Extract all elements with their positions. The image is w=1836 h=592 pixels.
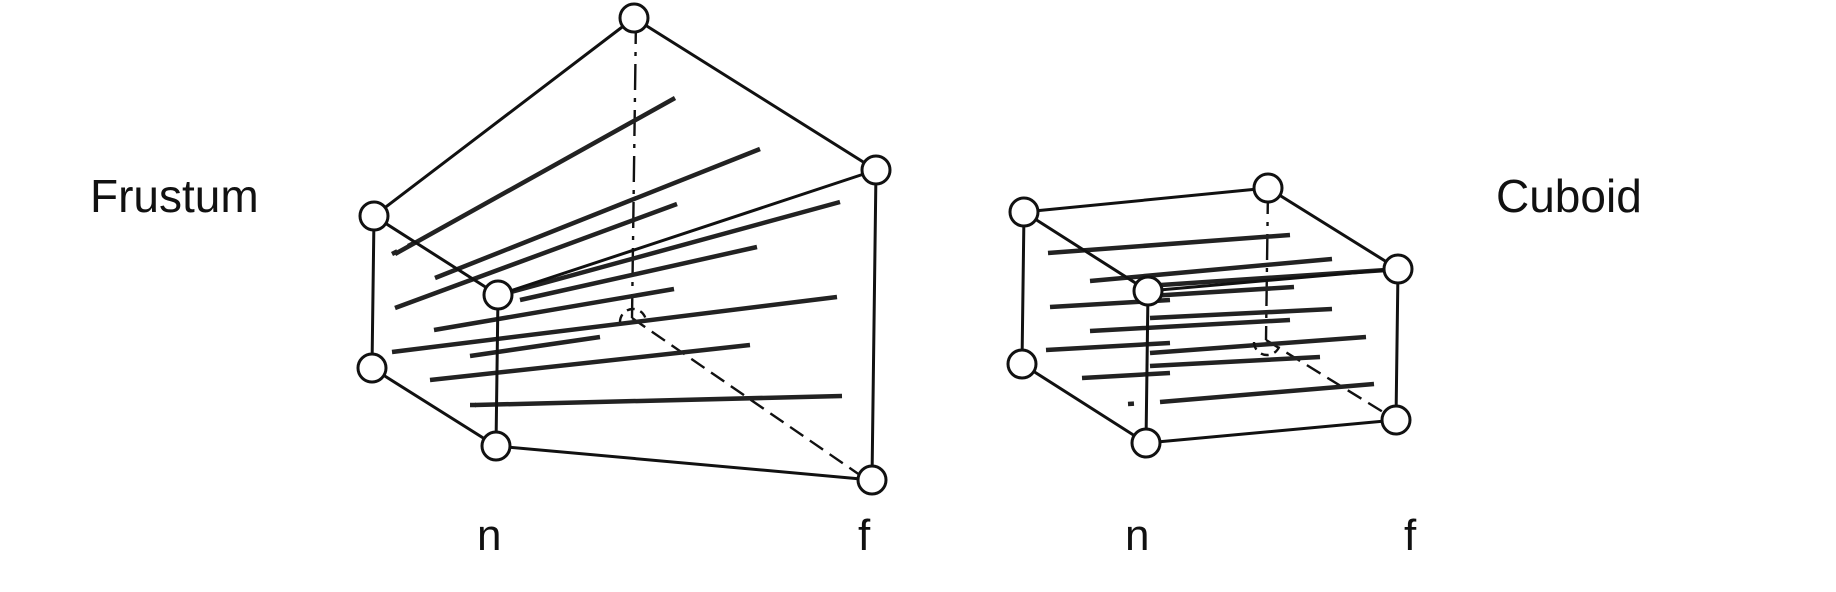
cuboid-edge — [1020, 210, 1026, 366]
frustum-ray — [474, 393, 843, 408]
frustum-vertex — [618, 2, 650, 34]
cuboid-vertex — [1008, 196, 1040, 228]
cuboid-edge — [1020, 362, 1148, 445]
cuboid-edge — [1022, 186, 1270, 214]
frustum-hidden-vertex — [618, 307, 648, 323]
cuboid-ray — [1149, 334, 1367, 356]
cuboid-edge — [1394, 267, 1400, 422]
frustum-edge — [372, 16, 636, 218]
cuboid-ray — [1089, 256, 1333, 284]
cuboid-ray — [1081, 370, 1171, 381]
frustum-edge — [372, 214, 500, 297]
frustum-edge — [632, 16, 878, 172]
frustum-vertex — [860, 154, 892, 186]
cuboid-vertex — [1380, 404, 1412, 436]
cuboid-vertex — [1382, 253, 1414, 285]
frustum-ray — [393, 96, 677, 256]
frustum-near-label: n — [477, 511, 501, 560]
cuboid-near-label: n — [1125, 511, 1149, 560]
frustum-vertex — [356, 352, 388, 384]
frustum-ray — [390, 237, 422, 257]
frustum-ray — [469, 334, 601, 359]
frustum-rays — [390, 96, 843, 408]
cuboid-shape — [1006, 172, 1414, 459]
frustum-vertex — [482, 279, 514, 311]
frustum-edge — [496, 168, 878, 297]
cuboid-ray — [1089, 317, 1291, 334]
cuboid-hidden-edge-vertical — [1264, 187, 1270, 341]
frustum-vertex — [856, 464, 888, 496]
frustum-ray — [499, 199, 841, 298]
cuboid-edge — [1144, 289, 1150, 445]
cuboid-vertex — [1006, 348, 1038, 380]
frustum-edge — [494, 444, 874, 482]
cuboid-ray — [1149, 354, 1321, 369]
cuboid-ray — [1159, 381, 1375, 405]
cuboid-ray — [1149, 284, 1295, 299]
frustum-hidden-edge-vertical — [630, 17, 638, 319]
cuboid-far-label: f — [1404, 511, 1417, 560]
cuboid-edge — [1266, 186, 1400, 271]
frustum-ray — [394, 201, 678, 311]
frustum-ray — [429, 342, 751, 383]
cuboid-vertex — [1252, 172, 1284, 204]
cuboid-rays — [1045, 232, 1387, 407]
frustum-vertex — [480, 430, 512, 462]
cuboid-ray — [1047, 232, 1291, 256]
frustum-edge — [370, 214, 376, 370]
frustum-edge — [870, 168, 878, 482]
frustum-ray — [391, 294, 838, 355]
cuboid-vertex — [1132, 275, 1164, 307]
cuboid-ray — [1127, 400, 1147, 407]
cuboid-edge — [1022, 210, 1150, 293]
frustum-ray — [519, 244, 758, 303]
cuboid-hidden-vertex — [1252, 341, 1282, 357]
frustum-far-label: f — [858, 511, 871, 560]
cuboid-ray — [1149, 306, 1333, 321]
frustum-vertex — [358, 200, 390, 232]
frustum-label: Frustum — [90, 170, 259, 222]
cuboid-hidden-edge-diagonal — [1265, 338, 1397, 422]
frustum-edge — [494, 293, 500, 448]
frustum-edge — [370, 366, 498, 448]
frustum-ray — [433, 286, 675, 333]
frustum-shape — [356, 2, 892, 496]
cuboid-ray — [1045, 340, 1171, 353]
cuboid-edge — [1144, 418, 1398, 445]
cuboid-edge — [1146, 267, 1400, 293]
cuboid-label: Cuboid — [1496, 170, 1642, 222]
frustum-ray — [434, 146, 761, 281]
cuboid-vertex — [1130, 427, 1162, 459]
